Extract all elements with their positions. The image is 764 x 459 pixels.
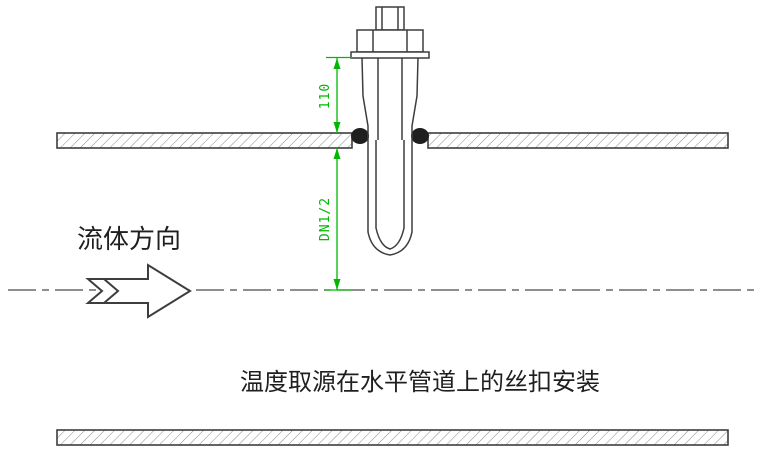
- boss-side-right: [411, 57, 419, 140]
- flow-arrow: [85, 263, 192, 319]
- seal-left: [351, 128, 369, 144]
- dim-dn12-label: DN1/2: [318, 197, 333, 241]
- dim-dn12-arrow-up: [333, 148, 341, 159]
- dim-110-label: 110: [318, 83, 333, 109]
- boss-side-left: [361, 57, 369, 140]
- seal-right: [411, 128, 429, 144]
- dimension-110: [326, 56, 352, 133]
- thermowell-assembly: [350, 6, 430, 256]
- flow-arrow-chevron: [103, 278, 120, 304]
- dim-110-arrow-down: [333, 122, 341, 133]
- flow-direction-label: 流体方向: [77, 224, 181, 254]
- dim-dn12-arrow-down: [333, 279, 341, 290]
- dim-110-arrow-up: [333, 58, 341, 69]
- caption-title: 温度取源在水平管道上的丝扣安装: [240, 369, 600, 396]
- thermowell-seals: [351, 128, 429, 144]
- pipe-wall-top-left: [56, 132, 353, 149]
- dimension-dn12: [326, 148, 352, 291]
- pipe-wall-bottom: [56, 429, 729, 446]
- sensor-head: [375, 6, 405, 31]
- pipe-wall-top-right: [427, 132, 729, 149]
- flow-arrow-outline: [85, 263, 192, 319]
- thermowell-probe: [367, 140, 413, 256]
- pipe: [56, 132, 729, 446]
- flange-washer: [350, 51, 430, 59]
- thermowell-probe-inner: [375, 140, 405, 250]
- hex-nut: [356, 29, 424, 53]
